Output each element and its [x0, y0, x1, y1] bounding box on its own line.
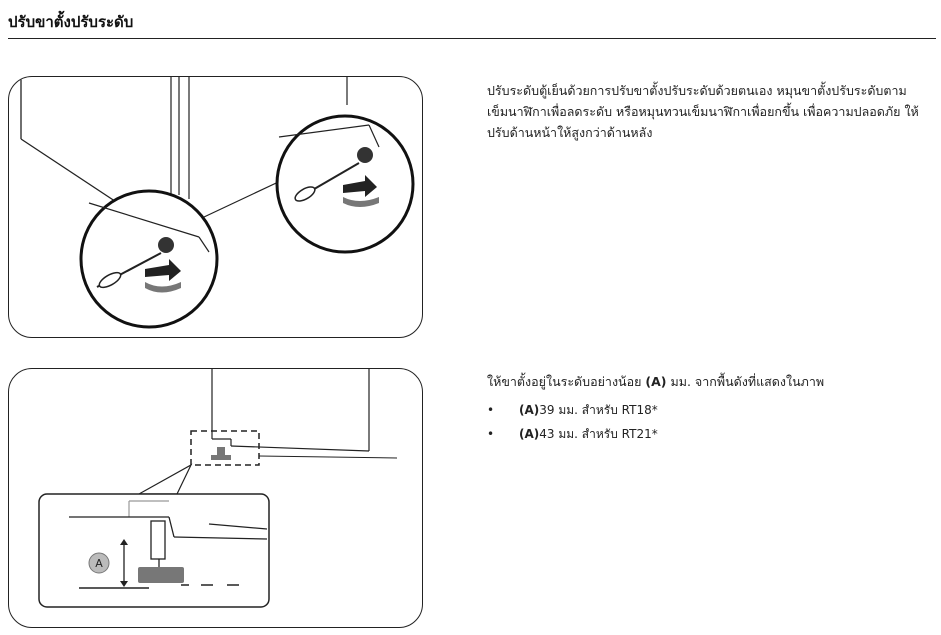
height-spec-list: •(A) 39 มม. สำหรับ RT18* •(A) 43 มม. สำห… [487, 398, 658, 446]
leveling-foot-icon [158, 237, 174, 253]
arrow-icon [343, 175, 377, 197]
leveling-drawing [20, 77, 415, 329]
height-spec-intro: ให้ขาตั้งอยู่ในระดับอย่างน้อย (A) มม. จา… [487, 374, 825, 389]
label-a: A [95, 557, 103, 570]
bullet: • [487, 403, 495, 417]
title-divider [8, 38, 936, 39]
bullet: • [487, 427, 495, 441]
rotate-arrow-icon [145, 282, 181, 293]
arrow-icon [145, 259, 181, 281]
height-illustration: A [8, 368, 423, 628]
page-title: ปรับขาตั้งปรับระดับ [8, 13, 134, 31]
leveling-illustration [8, 76, 423, 338]
list-item: •(A) 39 มม. สำหรับ RT18* [487, 402, 658, 418]
label-a-badge [88, 552, 110, 574]
list-item: •(A) 43 มม. สำหรับ RT21* [487, 426, 658, 442]
rotate-arrow-icon [343, 197, 379, 207]
leveling-foot-icon [357, 147, 373, 163]
instruction-text: ปรับระดับตู้เย็นด้วยการปรับขาตั้งปรับระด… [487, 83, 919, 140]
height-drawing: A [38, 369, 398, 608]
